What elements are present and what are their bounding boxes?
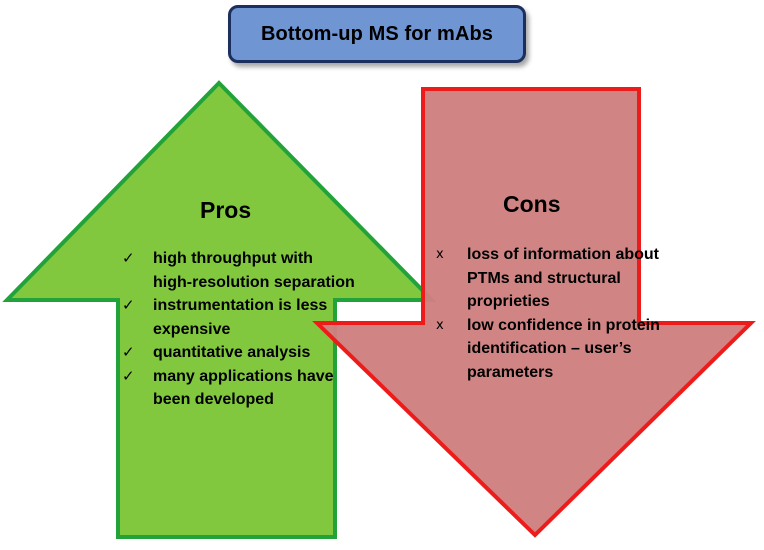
checkmark-icon: ✓ (122, 366, 135, 385)
pros-item-text: quantitative analysis (153, 344, 311, 361)
cons-list: x loss of information about PTMs and str… (430, 243, 660, 384)
pros-item: ✓ quantitative analysis (120, 341, 355, 365)
cons-item: x loss of information about PTMs and str… (430, 243, 660, 314)
checkmark-icon: ✓ (122, 296, 135, 314)
cons-arrow (312, 87, 756, 538)
pros-item: ✓ high throughput with high-resolution s… (120, 247, 355, 294)
pros-item-text: many applications have been developed (153, 367, 334, 409)
title-box: Bottom-up MS for mAbs (228, 5, 526, 63)
diagram-title: Bottom-up MS for mAbs (260, 22, 494, 45)
arrow-up-icon (2, 80, 437, 539)
pros-item: ✓ instrumentation is less expensive (120, 294, 355, 341)
cons-item-text: loss of information about PTMs and struc… (467, 246, 659, 310)
cons-item: x low confidence in protein identificati… (430, 314, 660, 385)
pros-list: ✓ high throughput with high-resolution s… (120, 247, 355, 412)
pros-item-text: high throughput with high-resolution sep… (153, 250, 355, 291)
pros-arrow (2, 80, 437, 539)
checkmark-icon: ✓ (122, 343, 135, 361)
cons-item-text: low confidence in protein identification… (467, 316, 660, 381)
cross-icon: x (436, 317, 444, 333)
cons-heading: Cons (503, 191, 561, 217)
pros-item: ✓ many applications have been developed (120, 365, 355, 412)
cross-icon: x (436, 247, 444, 262)
pros-item-text: instrumentation is less expensive (153, 297, 328, 338)
checkmark-icon: ✓ (122, 249, 135, 267)
arrow-down-icon (312, 87, 756, 538)
pros-heading: Pros (200, 197, 252, 223)
